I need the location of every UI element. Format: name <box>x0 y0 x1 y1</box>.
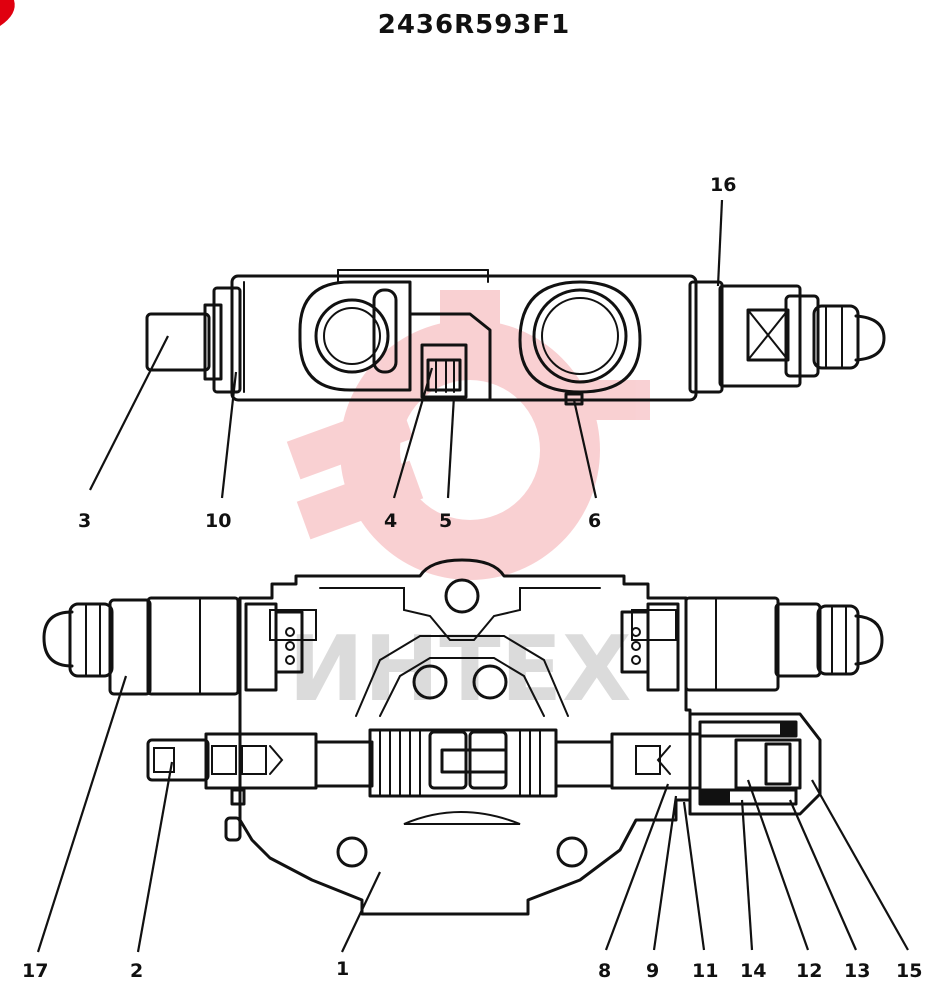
callout-13: 13 <box>844 960 871 982</box>
callout-10: 10 <box>205 510 232 532</box>
part-number-title: 2436R593F1 <box>377 10 571 40</box>
callout-6: 6 <box>588 510 602 532</box>
callout-15: 15 <box>896 960 923 982</box>
bottom-view-valve <box>42 558 884 916</box>
watermark-text: ИНТЕХ <box>289 617 632 722</box>
watermark-logo-icon <box>286 290 650 580</box>
callout-5: 5 <box>439 510 453 532</box>
callout-4: 4 <box>384 510 398 532</box>
callout-17: 17 <box>22 960 49 982</box>
callout-8: 8 <box>598 960 612 982</box>
corner-mark-icon <box>0 0 15 26</box>
leader-lines <box>36 199 909 953</box>
callout-11: 11 <box>692 960 719 982</box>
callout-9: 9 <box>646 960 660 982</box>
callout-3: 3 <box>78 510 92 532</box>
callout-14: 14 <box>740 960 767 982</box>
top-view-valve <box>145 269 886 406</box>
callout-2: 2 <box>130 960 144 982</box>
callout-16: 16 <box>710 174 737 196</box>
callout-12: 12 <box>796 960 823 982</box>
callout-1: 1 <box>336 958 350 980</box>
